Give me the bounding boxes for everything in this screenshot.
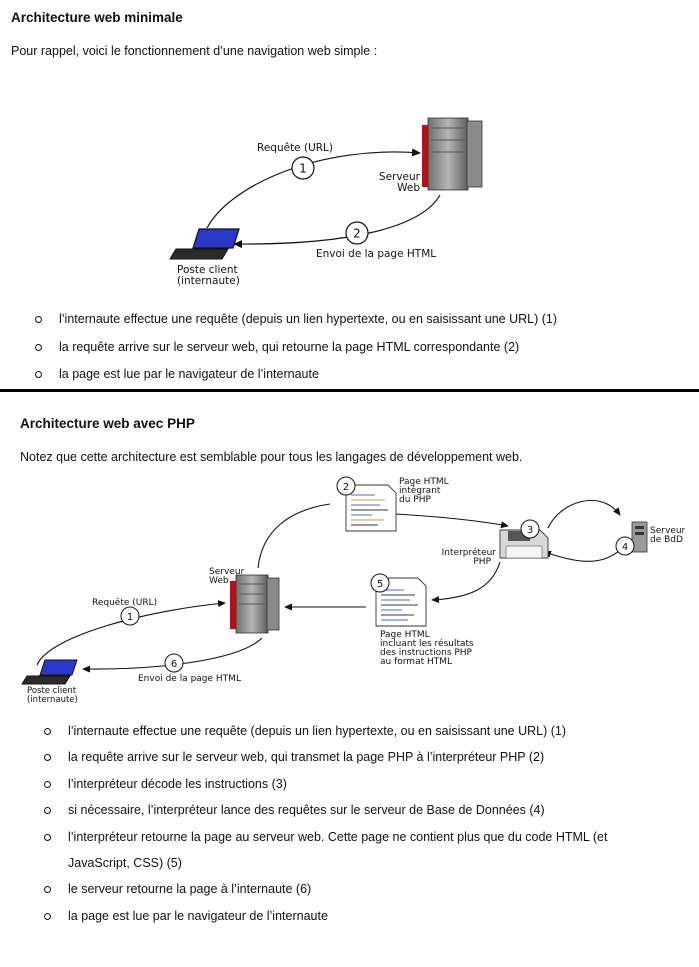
client-label-line2: (internaute) [177, 275, 240, 287]
response-label: Envoi de la page HTML [138, 674, 241, 684]
db-label-line1: Serveur [650, 526, 686, 536]
minimal-steps-list: l’internaute effectue une requête (depui… [31, 312, 557, 395]
arrow-response [82, 637, 263, 673]
client-label-line1: Poste client [177, 264, 238, 276]
svg-text:1: 1 [127, 612, 133, 623]
arrow-server-to-page-php [257, 503, 331, 569]
svg-text:1: 1 [299, 162, 307, 176]
php-steps-list: l’internaute effectue une requête (depui… [40, 718, 640, 929]
svg-text:5: 5 [377, 579, 383, 590]
list-item: la requête arrive sur le serveur web, qu… [40, 744, 640, 770]
step-marker-2: 2 [336, 476, 356, 496]
request-label: Requête (URL) [92, 597, 157, 608]
list-item: la page est lue par le navigateur de l’i… [31, 367, 557, 395]
step-marker-1: 1 [120, 606, 140, 626]
client-laptop-icon [169, 228, 240, 260]
list-item: l’internaute effectue une requête (depui… [40, 718, 640, 744]
php-page-label-line1: Page HTML [399, 477, 449, 487]
result-label-line2: incluant les résultats [380, 638, 474, 649]
svg-text:3: 3 [527, 525, 533, 536]
client-label-line1: Poste client [27, 686, 77, 696]
db-label-line2: de BdD [650, 535, 683, 545]
section-title-php: Architecture web avec PHP [20, 416, 195, 431]
section-divider [0, 389, 699, 392]
section-intro-minimal: Pour rappel, voici le fonctionnement d’u… [11, 44, 378, 58]
response-arrow [233, 194, 441, 249]
step-marker-3: 3 [520, 519, 540, 539]
interpreter-label-line1: Interpréteur [442, 547, 497, 558]
web-server-icon [422, 117, 483, 191]
result-label-line4: au format HTML [380, 657, 452, 667]
response-label: Envoi de la page HTML [316, 248, 436, 260]
web-server-label-line2: Web [209, 576, 229, 586]
svg-text:2: 2 [343, 482, 349, 493]
client-laptop-icon [21, 659, 78, 685]
php-architecture-diagram: 1 2 3 4 5 6 Page HTML intégrant du PHP I… [21, 476, 686, 705]
php-page-document-icon [345, 484, 397, 532]
list-item: si nécessaire, l’interpréteur lance des … [40, 797, 640, 823]
result-label-line3: des instructions PHP [380, 648, 473, 658]
arrow-db-to-interpreter [543, 547, 623, 562]
arrow-interpreter-to-db [547, 499, 621, 529]
minimal-architecture-diagram: 1 2 Requête (URL) Serveur Web Envoi de l… [169, 117, 483, 287]
section-intro-php: Notez que cette architecture est semblab… [20, 450, 523, 464]
list-item: l’interpréteur décode les instructions (… [40, 771, 640, 797]
arrow-page-to-interpreter [394, 513, 509, 529]
request-label: Requête (URL) [257, 142, 333, 154]
interpreter-label-line2: PHP [473, 557, 491, 567]
step-marker-5: 5 [370, 573, 390, 593]
html-result-document-icon [375, 577, 427, 627]
php-page-label-line2: intégrant [399, 485, 441, 496]
step-marker-4: 4 [615, 536, 635, 556]
php-page-label-line3: du PHP [399, 495, 431, 505]
result-label-line1: Page HTML [380, 630, 430, 640]
step-marker-1: 1 [291, 156, 315, 180]
list-item: l’internaute effectue une requête (depui… [31, 312, 557, 340]
server-label-line1: Serveur [379, 171, 421, 183]
svg-text:6: 6 [171, 659, 177, 670]
svg-text:2: 2 [353, 227, 361, 241]
client-label-line2: (internaute) [27, 695, 78, 705]
section-title-minimal: Architecture web minimale [11, 10, 183, 25]
svg-text:4: 4 [622, 542, 628, 553]
step-marker-2: 2 [345, 221, 369, 245]
web-server-icon [230, 574, 280, 634]
list-item: le serveur retourne la page à l’internau… [40, 876, 640, 902]
list-item: l’interpréteur retourne la page au serve… [40, 824, 640, 877]
arrow-interpreter-to-result [431, 561, 501, 604]
list-item: la requête arrive sur le serveur web, qu… [31, 340, 557, 368]
database-server-icon [631, 521, 648, 553]
step-marker-6: 6 [164, 653, 184, 673]
request-arrow [206, 148, 421, 229]
server-label-line2: Web [397, 182, 420, 194]
web-server-label-line1: Serveur [209, 567, 245, 577]
list-item: la page est lue par le navigateur de l’i… [40, 903, 640, 929]
arrow-request [36, 600, 226, 666]
